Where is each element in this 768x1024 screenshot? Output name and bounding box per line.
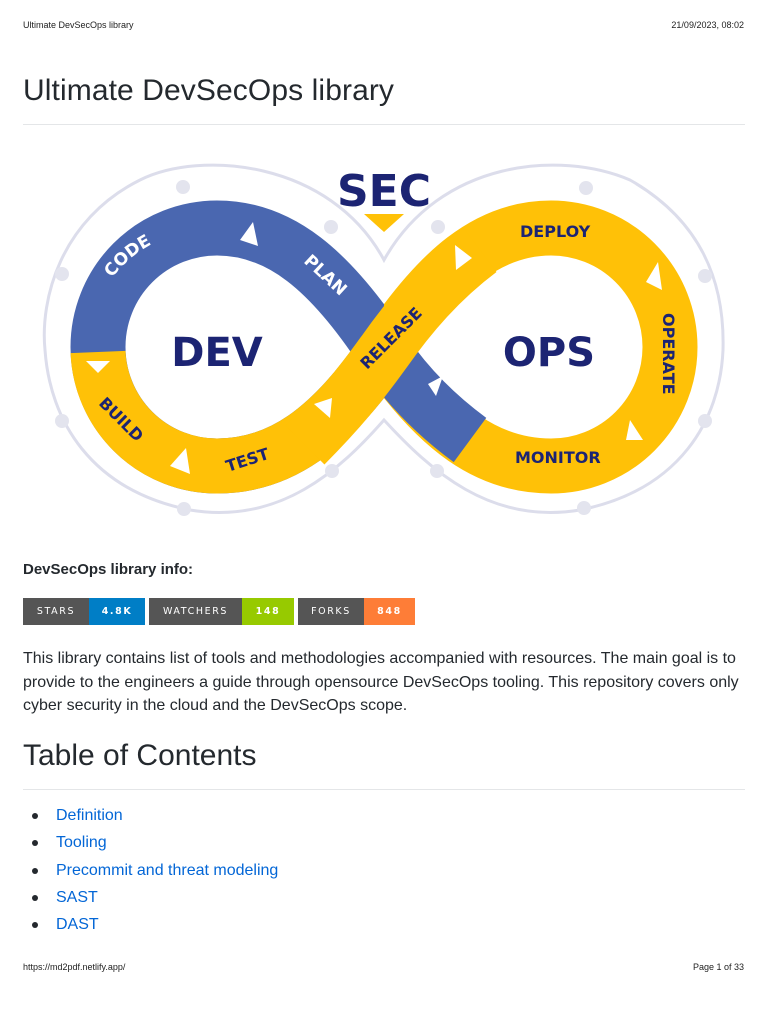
print-header-title: Ultimate DevSecOps library xyxy=(23,20,134,30)
badge-forks[interactable]: FORKS 848 xyxy=(298,598,415,625)
intro-paragraph: This library contains list of tools and … xyxy=(23,650,739,714)
stage-monitor: MONITOR xyxy=(515,448,601,467)
devsecops-infinity-diagram: CODE PLAN RELEASE DEPLOY OPERATE TEST BU… xyxy=(42,163,725,516)
bullet-icon xyxy=(32,922,38,929)
bullet-icon xyxy=(32,813,38,819)
toc-link-dast[interactable]: DAST xyxy=(56,916,99,934)
bullet-icon xyxy=(32,867,38,874)
ops-label: OPS xyxy=(503,330,595,376)
sec-label: SEC xyxy=(337,166,431,217)
badge-stars-value: 4.8K xyxy=(89,598,145,625)
toc-link-sast[interactable]: SAST xyxy=(56,888,98,906)
badge-stars-label: STARS xyxy=(23,598,89,625)
toc-link-tooling[interactable]: Tooling xyxy=(56,834,107,852)
toc-item: SAST xyxy=(23,887,278,914)
toc-divider xyxy=(23,789,745,790)
orbit-ring xyxy=(42,163,725,514)
sec-pointer xyxy=(364,214,404,232)
title-divider xyxy=(23,124,745,125)
page-title: Ultimate DevSecOps library xyxy=(23,74,395,107)
badge-watchers[interactable]: WATCHERS 148 xyxy=(149,598,294,625)
toc-item: Tooling xyxy=(23,832,278,859)
infinity-band xyxy=(70,200,698,494)
toc-link-definition[interactable]: Definition xyxy=(56,807,123,824)
print-footer-page: Page 1 of 33 xyxy=(692,962,744,972)
print-header: Ultimate DevSecOps library 21/09/2023, 0… xyxy=(23,20,744,34)
toc-link-precommit[interactable]: Precommit and threat modeling xyxy=(56,861,279,879)
info-heading: DevSecOps library info: xyxy=(23,561,194,578)
bullet-icon xyxy=(32,840,38,847)
print-footer-url: https://md2pdf.netlify.app/ xyxy=(23,962,126,972)
stage-operate: OPERATE xyxy=(659,313,678,395)
badge-watchers-value: 148 xyxy=(242,598,294,625)
toc-item: Definition xyxy=(23,805,278,832)
badge-watchers-label: WATCHERS xyxy=(149,598,242,625)
orbit-dots xyxy=(55,180,712,516)
dev-label: DEV xyxy=(171,330,263,376)
toc-item: DAST xyxy=(23,914,278,941)
toc-list: Definition Tooling Precommit and threat … xyxy=(23,805,278,941)
print-header-datetime: 21/09/2023, 08:02 xyxy=(671,20,744,30)
toc-title: Table of Contents xyxy=(23,739,257,772)
badge-forks-value: 848 xyxy=(364,598,415,625)
stage-deploy: DEPLOY xyxy=(520,222,591,241)
bullet-icon xyxy=(32,894,38,901)
toc-item: Precommit and threat modeling xyxy=(23,860,278,887)
badge-stars[interactable]: STARS 4.8K xyxy=(23,598,145,625)
print-footer: https://md2pdf.netlify.app/ Page 1 of 33 xyxy=(23,962,744,976)
badge-forks-label: FORKS xyxy=(298,598,364,625)
flow-arrows xyxy=(86,222,662,474)
